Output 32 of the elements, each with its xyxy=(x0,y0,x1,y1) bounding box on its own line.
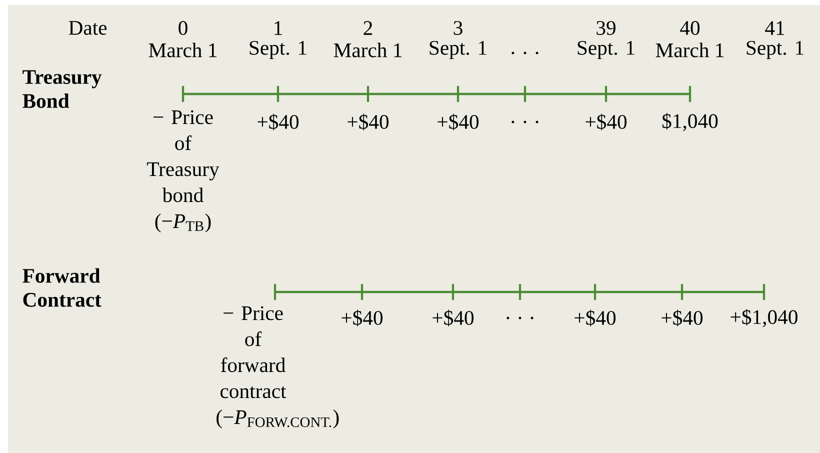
column-header: 41 xyxy=(765,21,784,35)
cash-flow: . . . xyxy=(512,120,538,124)
column-header: Sept. 1 xyxy=(250,40,306,60)
column-header: March 1 xyxy=(656,42,724,58)
cash-flow: . . . xyxy=(506,316,534,320)
cash-flow: +$40 xyxy=(348,114,389,130)
column-header: 40 xyxy=(680,21,700,35)
column-header: 2 xyxy=(364,21,372,35)
row-label: Treasury Bond xyxy=(22,70,102,108)
column-header: Date xyxy=(68,21,107,35)
column-header: March 1 xyxy=(334,42,402,58)
cash-flow: − Price of Treasury bond (−P$_{TB}$) xyxy=(147,110,220,232)
column-header: 0 xyxy=(178,21,188,35)
cash-flow: +$1,040 xyxy=(730,308,798,328)
cash-flow: $1,040 xyxy=(662,112,718,132)
column-header: 1 xyxy=(274,21,282,35)
cash-flow: +$40 xyxy=(662,310,703,326)
cash-flow: +$40 xyxy=(342,310,383,326)
cash-flow: +$40 xyxy=(586,114,627,130)
row-label: Forward Contract xyxy=(22,268,102,307)
column-header: Sept. 1 xyxy=(430,40,486,60)
cash-flow: +$40 xyxy=(574,310,616,326)
cash-flow: +$40 xyxy=(432,310,474,326)
cash-flow: − Price of forward contract (−P$_{FORW.CONT.}$) xyxy=(216,306,339,428)
cash-flow: +$40 xyxy=(438,114,479,130)
cash-flow: +$40 xyxy=(258,114,299,130)
column-header: Sept. 1 xyxy=(746,40,804,60)
column-header: Sept. 1 xyxy=(578,40,634,60)
column-header: 3 xyxy=(454,21,462,35)
column-header: 39 xyxy=(596,21,616,35)
column-header: March 1 xyxy=(148,42,216,58)
column-header: . . . xyxy=(512,52,538,54)
